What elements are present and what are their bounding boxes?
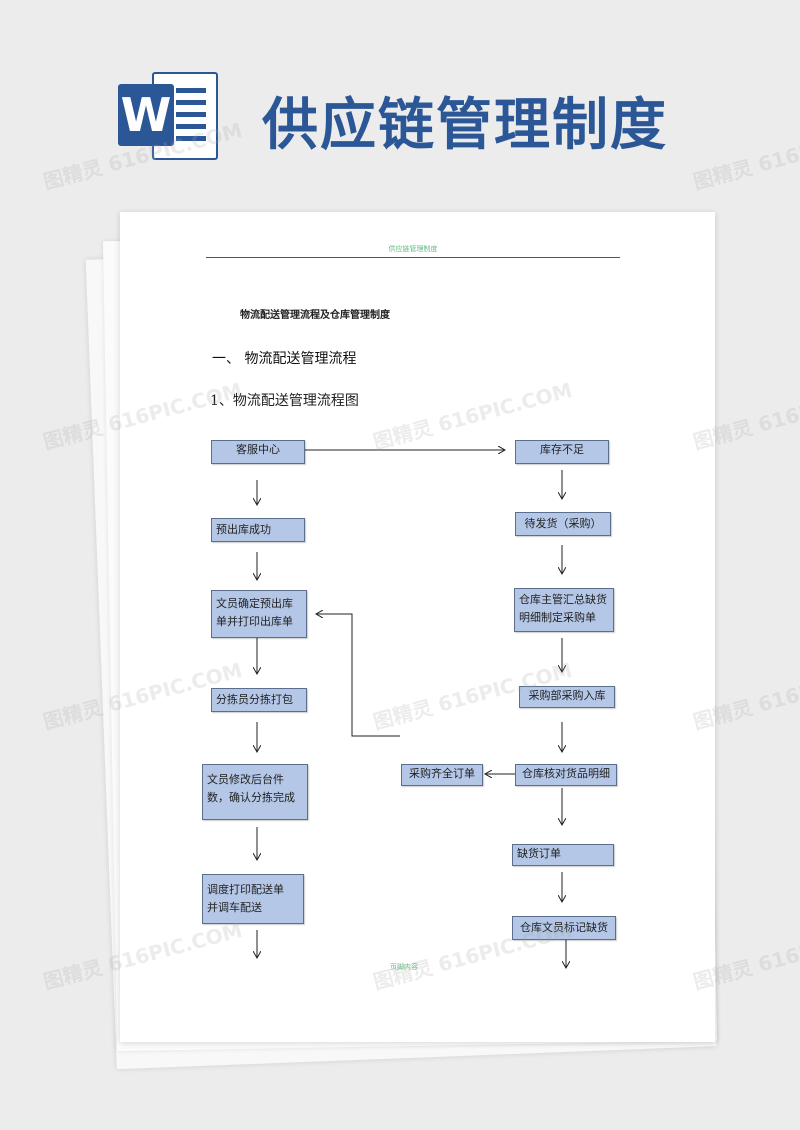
flow-box-line: 文员确定预出库 [216,597,293,610]
document-title: 物流配送管理流程及仓库管理制度 [240,310,390,321]
flow-box-line: 并调车配送 [207,900,262,914]
flow-box-line: 明细制定采购单 [519,610,596,624]
page-header: 供应链管理制度 [388,245,438,253]
word-document-icon: W [118,72,218,160]
flow-box-verify: 仓库核对货品明细 [515,764,617,786]
flowchart-connectors [120,212,715,1042]
banner: W 供应链管理制度 [0,0,800,200]
flow-box-clerk-modify: 文员修改后台件 数，确认分拣完成 [202,764,308,820]
document-page: 供应链管理制度 物流配送管理流程及仓库管理制度 一、 物流配送管理流程 1、物流… [120,212,715,1042]
flow-box-clerk-mark: 仓库文员标记缺货 [512,916,616,940]
flow-box-purchase-in: 采购部采购入库 [519,686,615,708]
flow-box-purchase-complete: 采购齐全订单 [401,764,483,786]
page-footer: 页脚内容 [390,963,418,971]
flow-box-clerk-confirm: 文员确定预出库 单并打印出库单 [211,590,307,638]
flow-box-line: 单并打印出库单 [216,614,293,628]
subsection-heading: 1、物流配送管理流程图 [210,393,359,409]
feedback-loop-to-clerk [316,614,400,737]
flow-box-line: 文员修改后台件 [207,773,284,786]
section-heading: 一、 物流配送管理流程 [212,351,357,367]
flow-box-customer-service: 客服中心 [211,440,305,464]
word-badge: W [118,84,174,146]
flow-box-line: 仓库主管汇总缺货 [519,593,607,606]
banner-title: 供应链管理制度 [262,93,668,158]
flow-box-line: 调度打印配送单 [207,883,284,896]
header-rule [206,257,620,258]
flow-box-stock-short: 库存不足 [515,440,609,464]
flow-box-sort-pack: 分拣员分拣打包 [211,688,307,712]
flow-box-shortage-order: 缺货订单 [512,844,614,866]
flow-box-supervisor: 仓库主管汇总缺货 明细制定采购单 [514,588,614,632]
flow-box-await-ship: 待发货（采购） [515,512,611,536]
flow-box-line: 数，确认分拣完成 [207,790,295,804]
flow-box-pre-out-success: 预出库成功 [211,518,305,542]
flow-box-dispatch: 调度打印配送单 并调车配送 [202,874,304,924]
